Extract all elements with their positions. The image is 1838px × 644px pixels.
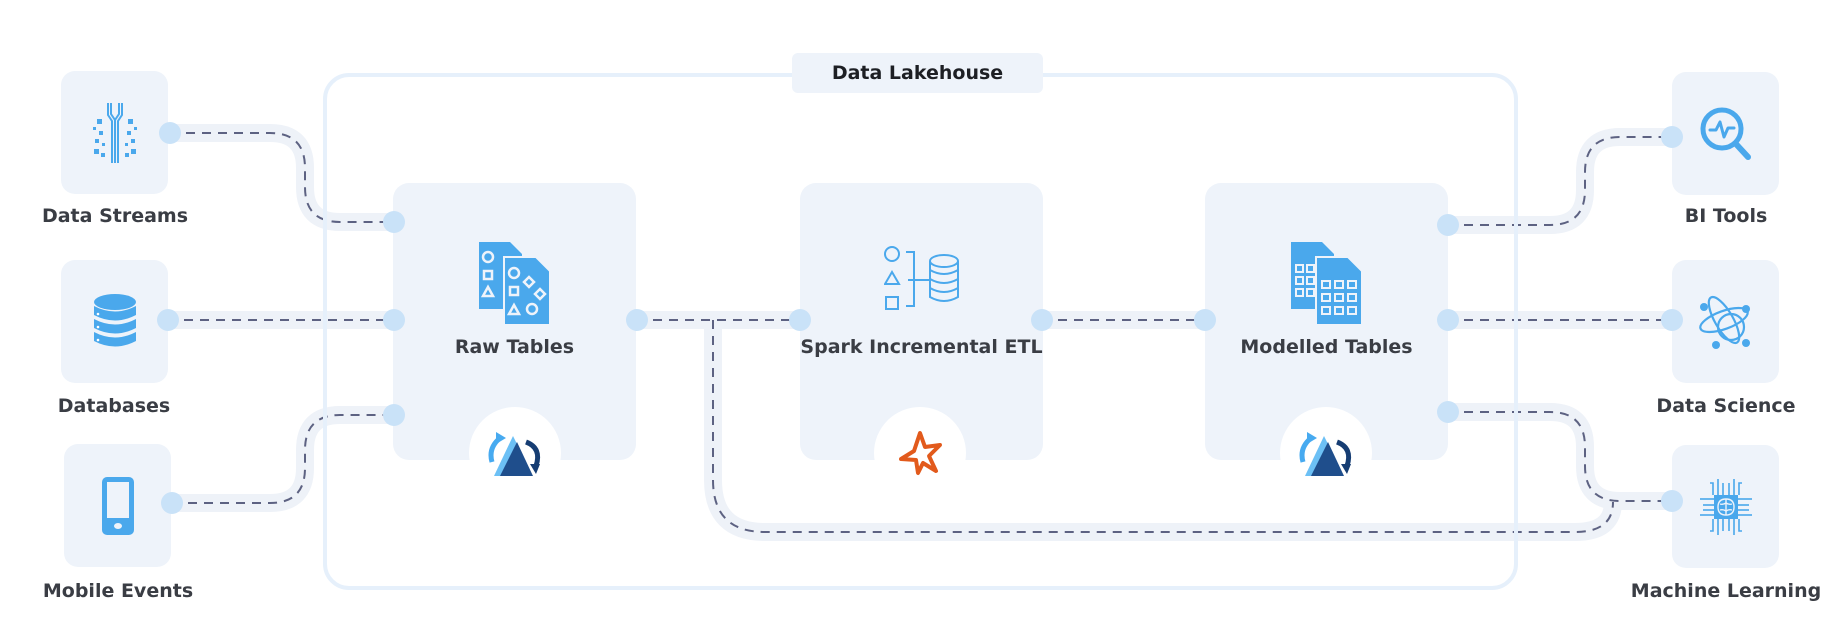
- spark-etl-badge: [874, 407, 966, 499]
- source-label-data-streams: Data Streams: [41, 205, 189, 227]
- delta-lake-icon: [488, 432, 541, 476]
- edge-modelled-ml: [1448, 411, 1672, 502]
- destination-label-bi-tools: BI Tools: [1684, 205, 1768, 227]
- database-icon: [93, 293, 136, 346]
- magnifier-pulse-icon: [1700, 107, 1751, 160]
- source-label-databases: Databases: [57, 395, 171, 417]
- edge-raw-ml: [712, 320, 1614, 533]
- edge-modelled-bi: [1448, 136, 1672, 226]
- chip-brain-icon: [1699, 478, 1752, 535]
- stage-label-raw-tables: Raw Tables: [454, 336, 575, 358]
- atom-icon: [1698, 295, 1750, 349]
- mobile-phone-icon: [101, 476, 134, 535]
- delta-lake-icon: [1299, 432, 1352, 476]
- source-node-mobile-events[interactable]: [64, 444, 171, 567]
- destination-node-bi-tools[interactable]: [1672, 72, 1779, 195]
- stage-label-spark-etl: Spark Incremental ETL: [800, 336, 1043, 358]
- edge-streams-raw: [170, 132, 394, 223]
- stage-label-modelled-tables: Modelled Tables: [1240, 336, 1413, 358]
- modelled-documents-icon: [1290, 241, 1364, 325]
- spark-star-icon: [899, 431, 942, 475]
- modelled-tables-badge: [1280, 407, 1372, 499]
- destination-node-data-science[interactable]: [1672, 260, 1779, 383]
- destination-label-data-science: Data Science: [1656, 395, 1796, 417]
- lakehouse-title: Data Lakehouse: [792, 53, 1043, 93]
- source-label-mobile-events: Mobile Events: [42, 580, 194, 602]
- etl-shapes-to-database-icon: [883, 246, 960, 312]
- raw-tables-badge: [469, 407, 561, 499]
- raw-documents-icon: [478, 241, 552, 325]
- destination-node-machine-learning[interactable]: [1672, 445, 1779, 568]
- data-stream-icon: [92, 102, 137, 163]
- source-node-databases[interactable]: [61, 260, 168, 383]
- destination-label-machine-learning: Machine Learning: [1630, 580, 1822, 602]
- source-node-data-streams[interactable]: [61, 71, 168, 194]
